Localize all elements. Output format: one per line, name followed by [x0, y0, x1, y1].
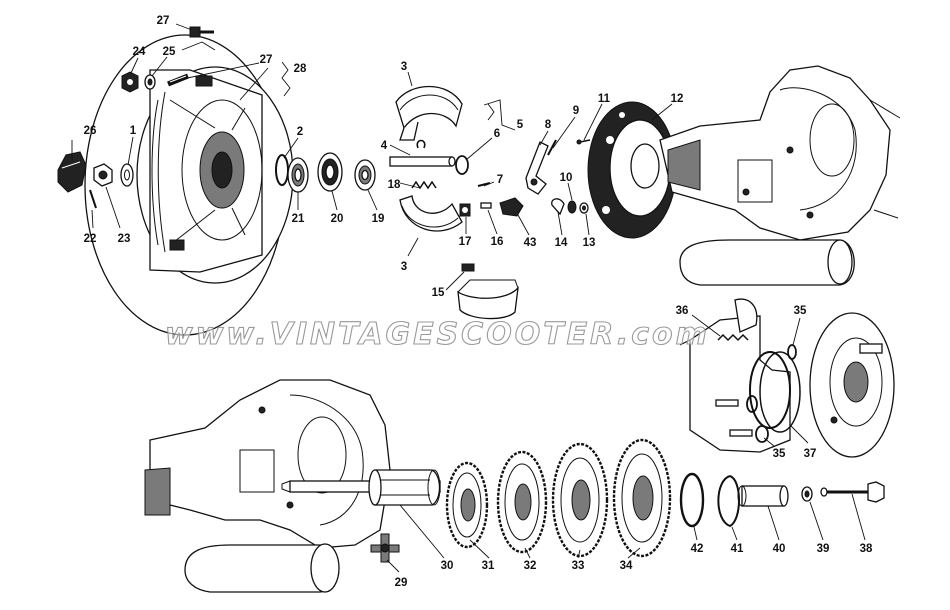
- callout-29: 29: [395, 577, 408, 589]
- nut-23: [93, 163, 113, 187]
- bolt-27-top: [189, 26, 214, 38]
- callout-35-bottom: 35: [773, 448, 786, 460]
- pin-16: [480, 202, 492, 209]
- callout-4: 4: [381, 140, 388, 152]
- callout-40: 40: [773, 543, 786, 555]
- spring-18: [411, 180, 437, 190]
- nut-13: [579, 202, 589, 214]
- split-pin-22: [89, 189, 97, 209]
- washer-39: [801, 486, 813, 502]
- callout-34: 34: [620, 560, 633, 572]
- leader-lines: [71, 23, 866, 573]
- callout-3-upper: 3: [401, 61, 407, 73]
- callout-11: 11: [598, 93, 611, 105]
- engine-casing-bottom-left: [144, 379, 391, 593]
- callout-9: 9: [573, 105, 579, 117]
- callout-22: 22: [84, 233, 97, 245]
- callout-6: 6: [494, 128, 500, 140]
- gear-31: [445, 461, 489, 549]
- lever-43: [499, 197, 524, 217]
- callout-38: 38: [860, 543, 873, 555]
- cotter-7: [477, 182, 491, 187]
- callout-15: 15: [432, 287, 445, 299]
- callout-41: 41: [731, 543, 744, 555]
- callout-37: 37: [804, 448, 817, 460]
- kickstart-area-right: [679, 298, 801, 453]
- callout-7: 7: [497, 174, 503, 186]
- callout-39: 39: [817, 543, 830, 555]
- callout-17: 17: [459, 236, 472, 248]
- ring-42: [679, 472, 705, 528]
- brake-backplate-12: [587, 101, 677, 239]
- callout-20: 20: [331, 213, 344, 225]
- bracket-28: [281, 61, 291, 97]
- gear-32: [496, 450, 548, 554]
- callout-2: 2: [297, 126, 303, 138]
- cover-plate-37: [809, 312, 895, 458]
- gear-33: [551, 442, 609, 558]
- washer-1: [120, 163, 134, 187]
- engine-casing-top-right: [659, 65, 901, 286]
- pin-4-bar: [389, 156, 456, 167]
- callout-1: 1: [130, 125, 137, 137]
- callout-36: 36: [676, 305, 689, 317]
- callout-27-top: 27: [157, 15, 170, 27]
- cotter-11: [576, 139, 591, 145]
- callout-43: 43: [524, 237, 537, 249]
- callout-25: 25: [163, 46, 176, 58]
- callout-30: 30: [441, 560, 454, 572]
- callout-23: 23: [118, 233, 131, 245]
- spring-4: [416, 139, 426, 149]
- oring-6: [455, 155, 469, 175]
- callout-42: 42: [691, 543, 704, 555]
- callout-5: 5: [517, 119, 524, 131]
- callout-18: 18: [388, 179, 401, 191]
- sleeve-40: [737, 485, 789, 507]
- pin-9: [547, 139, 557, 156]
- mainshaft-30: [281, 469, 441, 506]
- brake-shoe-upper-3: [395, 85, 463, 141]
- callout-33: 33: [572, 560, 585, 572]
- watermark-text: www.VINTAGESCOOTER.com: [165, 317, 710, 352]
- gear-34: [612, 438, 672, 558]
- callout-35-top: 35: [794, 305, 807, 317]
- washer-25: [144, 74, 156, 90]
- callout-24: 24: [133, 46, 146, 58]
- washer-10: [567, 200, 577, 214]
- lever-14: [551, 198, 565, 216]
- callout-14: 14: [555, 237, 568, 249]
- callout-21: 21: [292, 213, 305, 225]
- callout-26: 26: [84, 125, 97, 137]
- brake-shoe-loose-15: [457, 263, 519, 320]
- callout-10: 10: [560, 172, 573, 184]
- callout-labels: 1 2 3 3 4 5 6 7 8 9 10 11 12 13 14 15 16…: [84, 15, 873, 589]
- callout-3-lower: 3: [401, 261, 407, 273]
- callout-8: 8: [545, 119, 552, 131]
- callout-31: 31: [482, 560, 495, 572]
- callout-12: 12: [671, 93, 684, 105]
- bearing-21: [287, 157, 309, 193]
- callout-32: 32: [524, 560, 537, 572]
- callout-16: 16: [491, 236, 504, 248]
- nut-24: [121, 71, 139, 93]
- cruciform-29: [370, 533, 400, 563]
- callout-28: 28: [294, 63, 307, 75]
- circlip-41: [717, 475, 740, 528]
- bearing-19: [354, 159, 376, 191]
- callout-13: 13: [583, 237, 596, 249]
- brake-shoe-lower-3: [399, 195, 463, 232]
- cam-17: [459, 203, 471, 217]
- bearing-20: [317, 152, 343, 192]
- callout-27-mid: 27: [260, 54, 273, 66]
- brake-lever-8: [525, 141, 549, 195]
- brake-drum-assembly: [84, 34, 294, 336]
- bracket-5: [487, 103, 495, 121]
- hub-nut-26: [57, 151, 87, 193]
- callout-19: 19: [372, 213, 385, 225]
- bolt-38: [820, 481, 885, 503]
